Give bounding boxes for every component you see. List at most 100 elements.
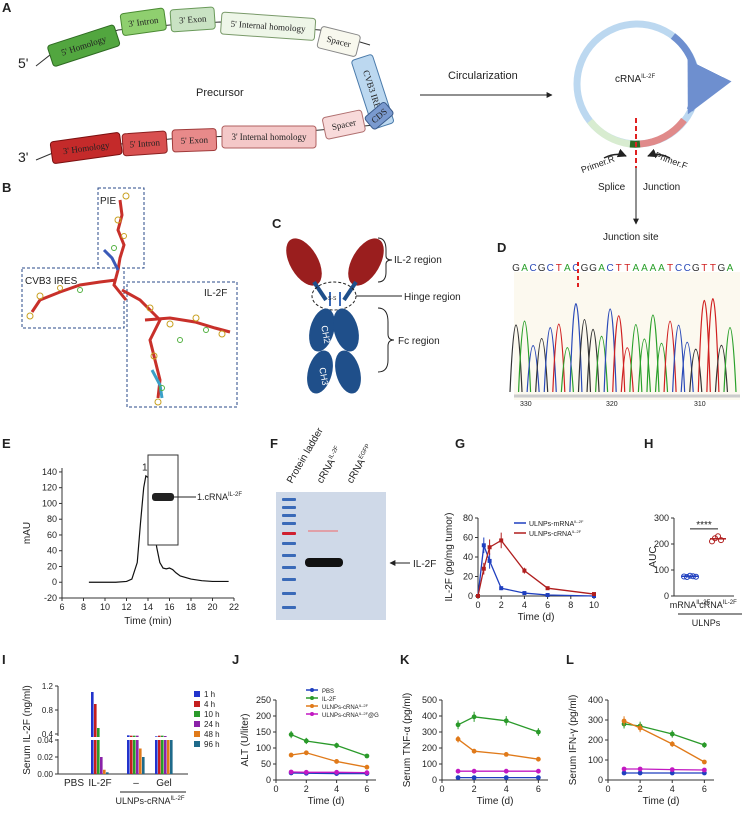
i-ytick: 0.02 (37, 753, 53, 762)
k-xtick: 4 (504, 784, 509, 794)
k-point (535, 756, 541, 762)
ss-bond-label: S-S (328, 296, 337, 302)
j-xlabel: Time (d) (308, 796, 345, 807)
d-tick-330: 330 (520, 401, 532, 408)
ladder-band (282, 592, 296, 595)
l-point (637, 725, 643, 731)
panel-label-h: H (644, 436, 653, 451)
g-ytick: 0 (468, 591, 473, 601)
g-xtick: 8 (568, 600, 573, 610)
segment-5-exon: 5' Exon (181, 135, 209, 146)
k-series-line (457, 738, 539, 760)
j-series-line (290, 733, 368, 757)
i-ytick: 1.2 (42, 682, 54, 691)
trace-peak (706, 298, 720, 393)
base-call: C (607, 263, 614, 274)
j-point (334, 759, 340, 764)
g-series-line (477, 545, 595, 597)
base-call: T (556, 263, 562, 274)
j-point (303, 738, 309, 744)
trace-peak (526, 345, 540, 393)
base-call: A (641, 263, 648, 274)
cvb3-ires-label: CVB3 IRES (25, 276, 78, 287)
k-point (535, 775, 541, 780)
l-point (669, 731, 675, 737)
j-legend-entry: ULNPs-cRNAIL-2F@G (322, 711, 379, 719)
e-xtick: 22 (229, 602, 239, 612)
base-call: G (692, 263, 700, 274)
e-xlabel: Time (min) (124, 616, 171, 627)
panel-label-d: D (497, 240, 506, 255)
l-ylabel: Serum IFN-γ (pg/ml) (568, 695, 579, 786)
e-ytick: 100 (42, 498, 57, 508)
l-xtick: 0 (605, 784, 610, 794)
i-bar (158, 735, 161, 774)
fc-region-label: Fc region (398, 336, 440, 347)
g-point (522, 568, 527, 573)
i-category-label: IL-2F (88, 778, 111, 789)
g-xtick: 6 (545, 600, 550, 610)
l-point (669, 770, 675, 776)
l-ytick: 300 (588, 715, 603, 725)
base-call: C (684, 263, 691, 274)
panel-label-f: F (270, 436, 278, 451)
chromatogram-trace (509, 298, 737, 393)
junction-label: Junction (643, 182, 680, 193)
base-call: T (701, 263, 707, 274)
j-point (364, 764, 370, 770)
i-bar (100, 757, 103, 774)
k-point (455, 768, 461, 774)
k-point (455, 736, 461, 742)
k-point (455, 722, 461, 728)
j-xtick: 4 (334, 784, 339, 794)
k-ytick: 400 (422, 711, 437, 721)
g-ylabel: IL-2F (pg/mg tumor) (444, 513, 455, 602)
i-group-label: ULNPs-cRNAIL-2F (115, 796, 184, 806)
il2f-structure-label: IL-2F (204, 288, 227, 299)
i-legend-swatch (194, 711, 200, 717)
l-ytick: 100 (588, 755, 603, 765)
trace-peak (689, 348, 703, 393)
panel-label-c: C (272, 216, 282, 231)
ladder-band (282, 522, 296, 525)
three-prime-label: 3' (18, 149, 28, 165)
base-call: C (675, 263, 682, 274)
k-ytick: 0 (432, 775, 437, 785)
rna-secondary-structure (26, 192, 231, 406)
base-call: G (538, 263, 546, 274)
k-point (503, 768, 509, 774)
junction-site-label: Junction site (603, 232, 659, 243)
segment-3-intron: 3' Intron (128, 15, 160, 29)
k-point (471, 714, 477, 720)
base-call: C (572, 263, 579, 274)
j-point (364, 770, 370, 776)
panel-f: Protein ladder cRNAIL-2F cRNAEGFP IL-2F (276, 426, 436, 620)
base-call: G (581, 263, 589, 274)
i-bar (164, 736, 167, 774)
i-category-label: Gel (156, 778, 172, 789)
h-significance: **** (696, 520, 712, 531)
e-xtick: 18 (186, 602, 196, 612)
panel-label-b: B (2, 180, 11, 195)
hinge-region-label: Hinge region (404, 292, 461, 303)
five-prime-label: 5' (18, 55, 28, 71)
i-ylabel: Serum IL-2F (ng/ml) (22, 685, 33, 774)
ladder-band (282, 514, 296, 517)
l-xtick: 6 (702, 784, 707, 794)
il2-region-label: IL-2 region (394, 255, 442, 266)
e-ytick: 140 (42, 467, 57, 477)
trace-peak (509, 324, 523, 393)
l-point (621, 718, 627, 724)
l-series-line (624, 768, 705, 771)
g-point (476, 594, 480, 598)
i-bar (127, 735, 130, 774)
g-point (499, 586, 504, 591)
i-bar (170, 739, 173, 774)
e-ytick: -20 (44, 593, 57, 603)
panel-c: S-S CH2 CH3 IL-2 region Hinge region Fc … (286, 237, 461, 394)
k-xtick: 6 (536, 784, 541, 794)
panel-label-k: K (400, 652, 410, 667)
j-point (288, 732, 294, 737)
